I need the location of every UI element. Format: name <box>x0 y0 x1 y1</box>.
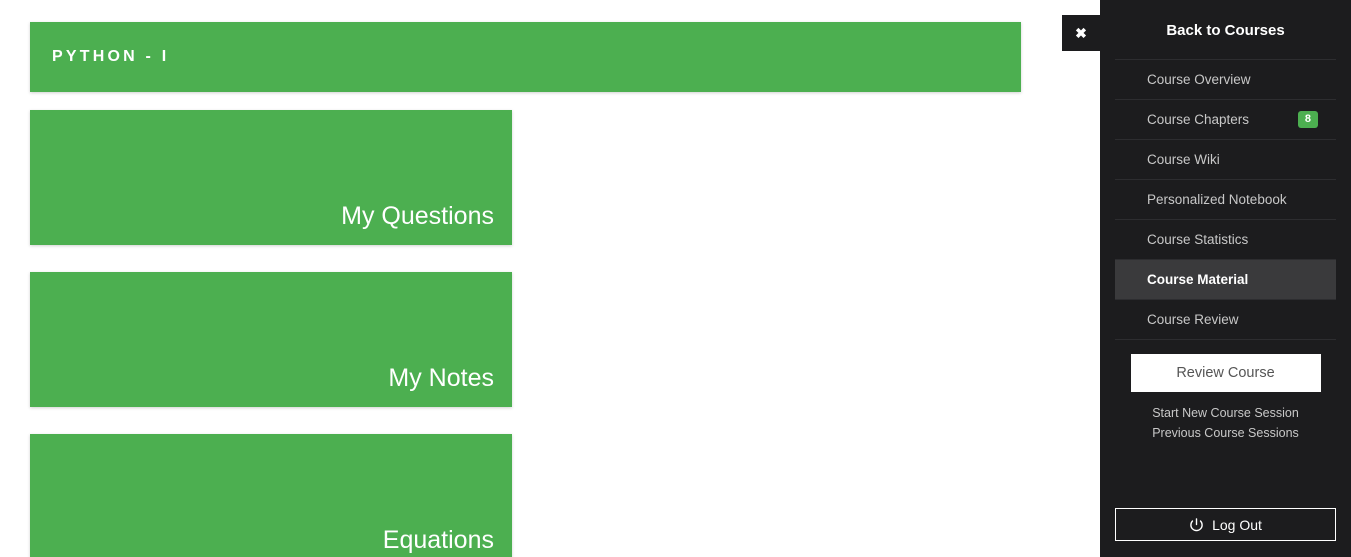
logout-button[interactable]: Log Out <box>1115 508 1336 541</box>
sidebar-item-label: Course Overview <box>1147 72 1251 87</box>
tile-my-notes[interactable]: My Notes <box>30 272 512 407</box>
sidebar-item-course-chapters[interactable]: Course Chapters 8 <box>1115 99 1336 139</box>
power-icon <box>1190 518 1203 532</box>
sidebar-nav-list: Course Overview Course Chapters 8 Course… <box>1100 59 1351 339</box>
main-content: PYTHON - I My Questions My Notes Equatio… <box>30 22 1021 557</box>
chapters-count-badge: 8 <box>1297 111 1318 128</box>
course-title-banner: PYTHON - I <box>30 22 1021 92</box>
review-course-button[interactable]: Review Course <box>1130 354 1321 392</box>
course-sidebar: Back to Courses Course Overview Course C… <box>1100 0 1351 557</box>
sidebar-item-label: Course Chapters <box>1147 112 1250 127</box>
sidebar-divider <box>1115 339 1336 340</box>
sidebar-item-label: Course Review <box>1147 312 1239 327</box>
logout-label: Log Out <box>1212 516 1262 533</box>
tile-equations[interactable]: Equations <box>30 434 512 557</box>
tile-label: My Notes <box>388 364 494 392</box>
sidebar-item-course-material[interactable]: Course Material <box>1115 259 1336 299</box>
tile-label: My Questions <box>341 202 494 230</box>
sidebar-item-course-overview[interactable]: Course Overview <box>1115 59 1336 99</box>
sidebar-item-course-wiki[interactable]: Course Wiki <box>1115 139 1336 179</box>
session-links-group: Start New Course Session Previous Course… <box>1100 392 1351 443</box>
tile-my-questions[interactable]: My Questions <box>30 110 512 245</box>
sidebar-item-personalized-notebook[interactable]: Personalized Notebook <box>1115 179 1336 219</box>
sidebar-item-course-review[interactable]: Course Review <box>1115 299 1336 339</box>
close-icon[interactable]: ✖ <box>1062 15 1100 51</box>
previous-course-sessions-link[interactable]: Previous Course Sessions <box>1152 426 1299 440</box>
sidebar-item-label: Course Statistics <box>1147 232 1249 247</box>
start-new-course-session-link[interactable]: Start New Course Session <box>1152 406 1299 420</box>
sidebar-item-label: Course Wiki <box>1147 152 1220 167</box>
sidebar-item-label: Course Material <box>1147 272 1249 287</box>
close-glyph: ✖ <box>1075 25 1087 41</box>
page-title: PYTHON - I <box>52 48 170 65</box>
course-material-tile-grid: My Questions My Notes Equations Codes Gl… <box>30 110 1021 557</box>
tile-label: Equations <box>382 526 494 554</box>
back-to-courses-link[interactable]: Back to Courses <box>1166 22 1285 39</box>
sidebar-item-course-statistics[interactable]: Course Statistics <box>1115 219 1336 259</box>
sidebar-item-label: Personalized Notebook <box>1147 192 1287 207</box>
